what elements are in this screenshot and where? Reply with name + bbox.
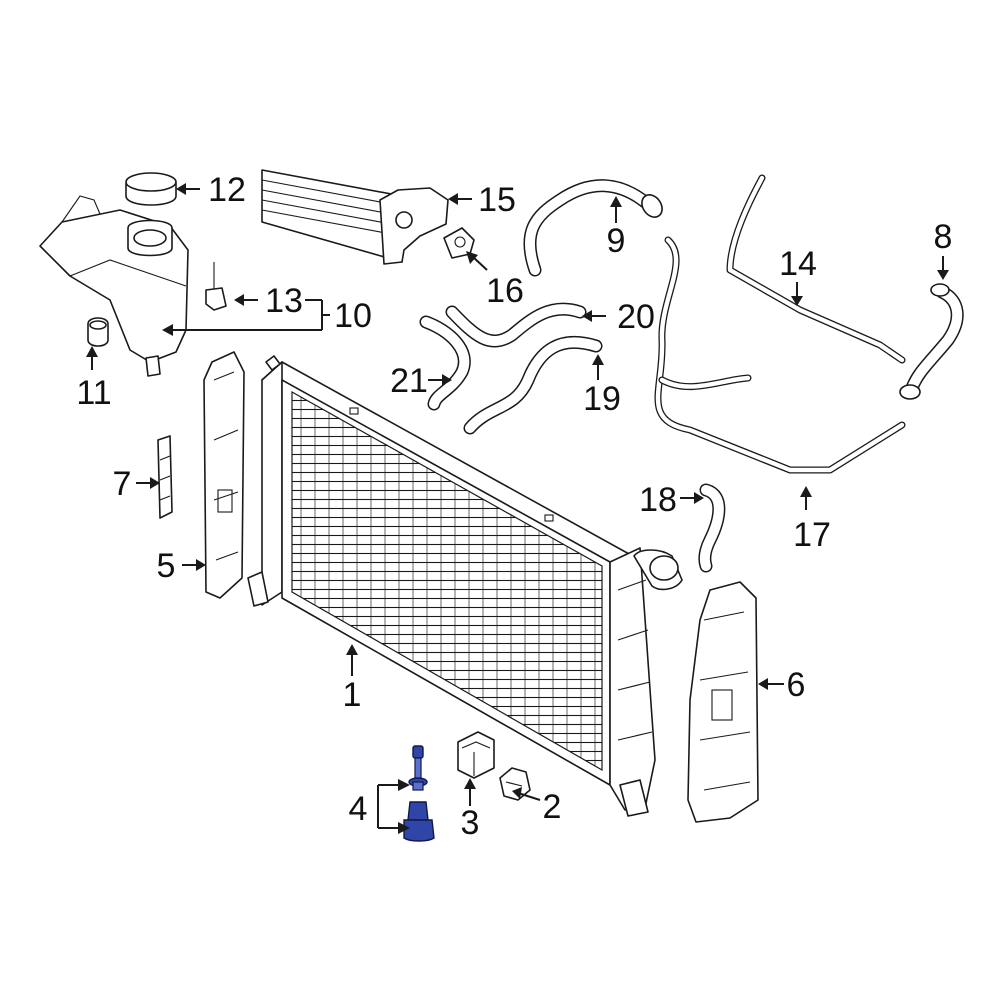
callout-4[interactable]: 4 [349, 790, 368, 828]
deflector-bracket[interactable] [157, 435, 173, 519]
callout-12[interactable]: 12 [208, 171, 246, 209]
level-sensor[interactable] [205, 262, 227, 311]
coolant-hose[interactable] [445, 302, 587, 348]
callout-5[interactable]: 5 [157, 547, 176, 585]
callout-16[interactable]: 16 [486, 272, 524, 310]
callout-13[interactable]: 13 [265, 282, 303, 320]
leader-lines [86, 183, 949, 834]
bypass-hose[interactable] [463, 335, 603, 435]
callout-18[interactable]: 18 [639, 481, 677, 519]
callout-1[interactable]: 1 [343, 676, 362, 714]
mount-clip[interactable] [499, 767, 531, 801]
callout-6[interactable]: 6 [787, 666, 806, 704]
oil-cooler[interactable] [261, 169, 449, 265]
tank-cap[interactable] [125, 172, 177, 206]
callout-15[interactable]: 15 [478, 181, 516, 219]
radiator[interactable] [247, 355, 683, 817]
return-pipe[interactable] [654, 236, 906, 474]
callout-21[interactable]: 21 [390, 362, 428, 400]
lower-hose[interactable] [899, 283, 964, 400]
callout-10[interactable]: 10 [334, 297, 372, 335]
left-air-deflector[interactable] [203, 351, 245, 599]
bleed-pipe[interactable] [726, 174, 906, 364]
callout-7[interactable]: 7 [113, 465, 132, 503]
expansion-tank[interactable] [39, 195, 189, 377]
callout-3[interactable]: 3 [461, 804, 480, 842]
callout-2[interactable]: 2 [543, 788, 562, 826]
callout-labels: 1 2 3 4 5 6 7 8 9 10 11 12 13 14 15 16 1… [76, 171, 952, 842]
tank-grommet[interactable] [87, 317, 109, 347]
thermostat[interactable] [443, 227, 475, 259]
radiator-bracket[interactable] [457, 731, 495, 779]
callout-17[interactable]: 17 [793, 516, 831, 554]
callout-14[interactable]: 14 [779, 245, 817, 283]
callout-11[interactable]: 11 [76, 374, 111, 412]
upper-hose[interactable] [523, 179, 666, 277]
radiator-mount-assembly[interactable] [403, 745, 435, 842]
callout-19[interactable]: 19 [583, 380, 621, 418]
callout-20[interactable]: 20 [617, 298, 655, 336]
right-air-deflector[interactable] [687, 581, 759, 823]
callout-9[interactable]: 9 [607, 222, 626, 260]
heater-hose[interactable] [698, 483, 726, 573]
small-coolant-hose[interactable] [419, 315, 471, 411]
callout-8[interactable]: 8 [934, 218, 953, 256]
